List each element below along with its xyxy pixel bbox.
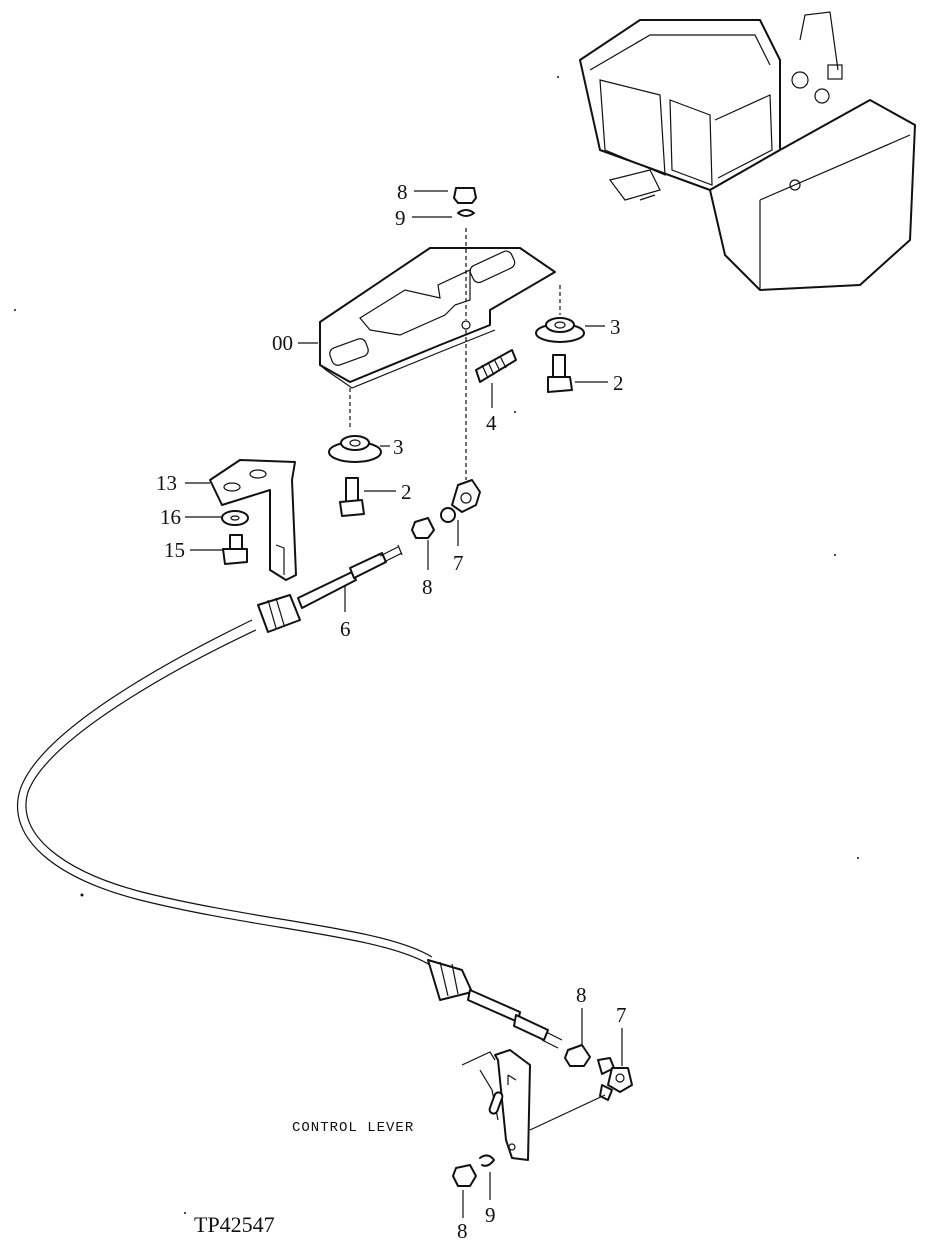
callout-6: 6 <box>340 617 351 641</box>
control-lever-label: CONTROL LEVER <box>292 1120 414 1136</box>
callout-8-cable-lower: 8 <box>576 983 587 1007</box>
callout-16: 16 <box>160 505 181 529</box>
control-lever <box>461 1049 606 1161</box>
figure-reference: TP42547 <box>194 1212 275 1237</box>
callout-7-lower: 7 <box>616 1003 627 1027</box>
callout-3-right: 3 <box>610 315 621 339</box>
callout-8-cable-upper: 8 <box>422 575 433 599</box>
callout-15: 15 <box>164 538 185 562</box>
mounting-plate <box>319 247 556 389</box>
callout-3-left: 3 <box>393 435 404 459</box>
callout-00: 00 <box>272 331 293 355</box>
callout-13: 13 <box>156 471 177 495</box>
callout-7-upper: 7 <box>453 551 464 575</box>
cap-screw-right <box>547 354 573 393</box>
callout-2-left: 2 <box>401 480 412 504</box>
control-cable <box>17 544 563 1049</box>
snap-ring-top <box>457 209 475 217</box>
callout-8-top: 8 <box>397 180 408 204</box>
nut-bottom <box>452 1164 477 1187</box>
rubber-mount-left <box>328 435 382 463</box>
callout-8-bottom: 8 <box>457 1219 468 1241</box>
cap-screw-left <box>339 477 365 517</box>
spring <box>475 349 517 383</box>
screw-15 <box>222 534 248 565</box>
snap-ring-bottom <box>479 1154 495 1167</box>
callout-9-top: 9 <box>395 206 406 230</box>
bracket <box>209 459 297 581</box>
callout-2-right: 2 <box>613 371 624 395</box>
washer <box>221 510 249 526</box>
nut-cable-upper <box>411 517 435 539</box>
nut-cable-lower <box>564 1044 591 1067</box>
callout-4: 4 <box>486 411 497 435</box>
rubber-mount-right <box>535 317 585 343</box>
callout-9-bottom: 9 <box>485 1203 496 1227</box>
ball-joint-lower <box>597 1057 633 1101</box>
excavator-illustration <box>579 11 916 291</box>
ball-joint-upper <box>440 479 481 523</box>
nut-top <box>453 187 477 204</box>
